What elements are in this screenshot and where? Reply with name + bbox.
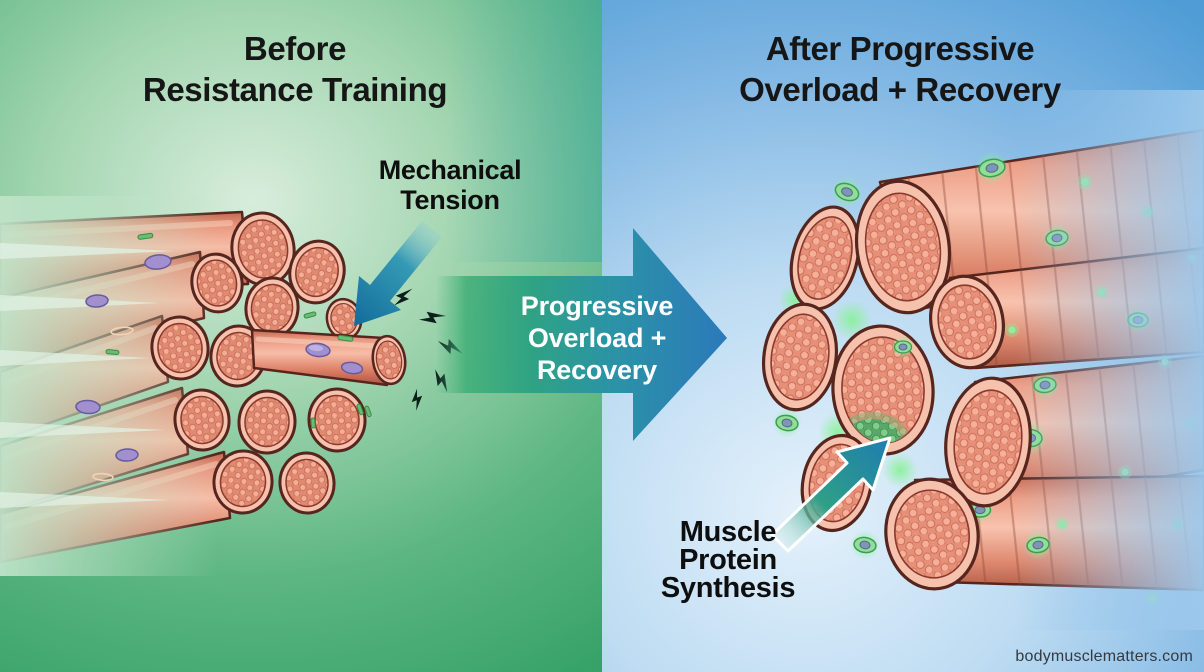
muscle-fascicle-after (761, 90, 1204, 630)
fiber-cross-sections-before (150, 211, 367, 515)
before-title-line1: Before (243, 30, 347, 67)
panel-divider-blend (446, 0, 602, 262)
before-title: Before Resistance Training (55, 28, 535, 110)
transition-arrow-label: Progressive Overload + Recovery (520, 291, 674, 385)
organelles-before (75, 232, 372, 482)
motion-fade-left (0, 196, 220, 576)
mitochondrion-icon (337, 334, 354, 342)
before-title-line2: Resistance Training (142, 71, 448, 108)
after-title: After Progressive Overload + Recovery (660, 28, 1140, 110)
watermark: bodymusclematters.com (1015, 648, 1193, 665)
after-title-line1: After Progressive (765, 30, 1035, 67)
after-title-line2: Overload + Recovery (739, 71, 1061, 108)
muscle-protein-synthesis-arrow-icon (770, 436, 892, 553)
transition-arrow-icon (437, 228, 727, 441)
mechanical-tension-arrow-icon (354, 221, 442, 326)
myonuclei-on-pulled-fiber (305, 342, 364, 375)
mechanical-tension-label: Mechanical Tension (378, 155, 522, 215)
muscle-fascicle-before (0, 196, 464, 576)
satellite-cells-front (772, 335, 1053, 560)
pulled-single-fiber (250, 328, 407, 387)
muscle-protein-synthesis-label: Muscle Protein Synthesis (660, 516, 796, 604)
